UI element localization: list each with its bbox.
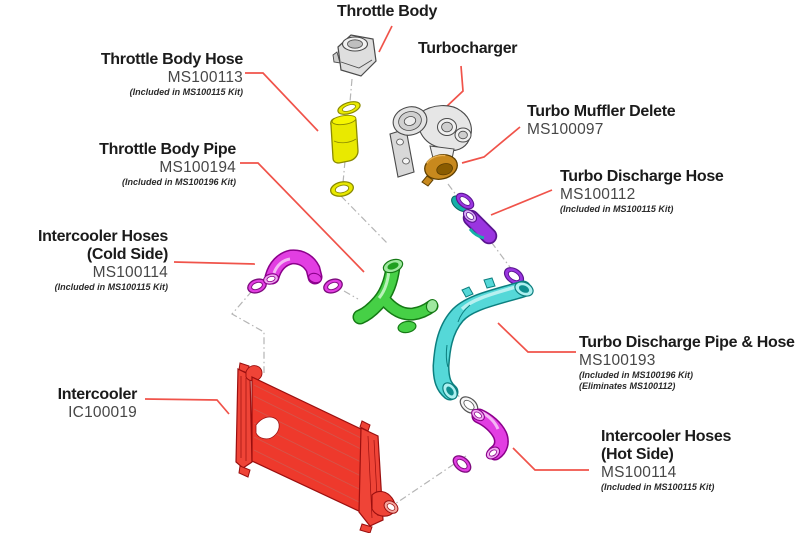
turbo-muffler-delete-drawing — [421, 154, 458, 187]
part-title-line2: (Hot Side) — [601, 446, 674, 463]
label-turbo-discharge-hose: Turbo Discharge Hose MS100112 (Included … — [560, 168, 724, 214]
part-title: Intercooler — [57, 386, 138, 403]
part-number: IC100019 — [68, 404, 137, 421]
intercooler-hoses-cold-drawing — [247, 249, 343, 294]
callout-leader-lines — [144, 25, 589, 471]
part-title: Intercooler Hoses — [601, 428, 732, 445]
turbo-discharge-pipe-drawing — [432, 277, 534, 401]
part-number: MS100194 — [159, 159, 236, 176]
label-turbocharger: Turbocharger — [418, 40, 518, 58]
part-title: Turbo Discharge Hose — [560, 168, 724, 185]
label-throttle-body: Throttle Body — [337, 3, 437, 21]
part-title: Throttle Body Pipe — [99, 141, 236, 158]
part-number: MS100193 — [579, 352, 656, 369]
part-note: (Included in MS100115 Kit) — [560, 204, 674, 214]
part-title: Intercooler Hoses — [37, 228, 168, 245]
intercooler-hoses-hot-drawing — [452, 396, 509, 473]
throttle-body-hose-drawing — [330, 101, 361, 197]
label-intercooler: Intercooler IC100019 — [57, 386, 138, 421]
part-title: Turbo Muffler Delete — [527, 103, 676, 120]
turbo-discharge-hose-drawing — [451, 192, 525, 285]
part-note: (Included in MS100196 Kit) — [121, 177, 236, 187]
part-note: (Included in MS100115 Kit) — [54, 282, 168, 292]
part-number: MS100112 — [560, 186, 636, 203]
label-throttle-body-pipe: Throttle Body Pipe MS100194 (Included in… — [99, 141, 236, 187]
part-title: Turbocharger — [418, 40, 518, 57]
part-note: (Included in MS100115 Kit) — [129, 87, 243, 97]
turbocharger-drawing — [389, 105, 472, 178]
part-number: MS100097 — [527, 121, 604, 138]
throttle-body-pipe-drawing — [352, 258, 439, 334]
label-turbo-discharge-pipe-hose: Turbo Discharge Pipe & Hose MS100193 (In… — [579, 334, 795, 391]
part-title: Throttle Body Hose — [100, 51, 243, 68]
part-note: (Included in MS100196 Kit) — [579, 370, 694, 380]
label-intercooler-hoses-cold: Intercooler Hoses (Cold Side) MS100114 (… — [38, 228, 168, 292]
label-intercooler-hoses-hot: Intercooler Hoses (Hot Side) MS100114 (I… — [601, 428, 731, 492]
part-number: MS100113 — [167, 69, 243, 86]
intercooler-drawing — [235, 362, 399, 533]
label-throttle-body-hose: Throttle Body Hose MS100113 (Included in… — [101, 51, 243, 97]
part-title-line2: (Cold Side) — [86, 246, 168, 263]
part-title: Turbo Discharge Pipe & Hose — [579, 334, 795, 351]
part-number: MS100114 — [92, 264, 168, 281]
label-turbo-muffler-delete: Turbo Muffler Delete MS100097 — [527, 103, 676, 138]
throttle-body-drawing — [332, 34, 377, 77]
part-note-line2: (Eliminates MS100112) — [579, 381, 676, 391]
part-note: (Included in MS100115 Kit) — [601, 482, 715, 492]
part-title: Throttle Body — [337, 3, 438, 20]
part-number: MS100114 — [601, 464, 677, 481]
